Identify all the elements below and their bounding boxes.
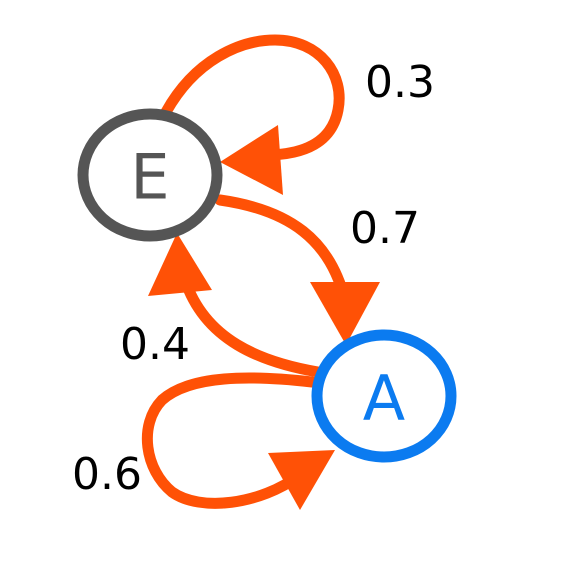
edge-e-to-a xyxy=(214,194,380,345)
edge-a-to-a-arrowhead xyxy=(268,450,335,510)
node-a: A xyxy=(311,329,457,463)
edge-a-to-e-arrowhead xyxy=(148,233,212,296)
edge-a-to-a-path xyxy=(141,372,318,509)
edge-e-to-e-label: 0.3 xyxy=(365,57,435,108)
node-a-circle xyxy=(311,329,457,463)
edge-e-to-a-arrowhead xyxy=(310,282,380,345)
node-a-label: A xyxy=(363,362,405,435)
edge-a-to-e-label: 0.4 xyxy=(120,319,190,370)
edge-a-to-a-label: 0.6 xyxy=(72,449,142,500)
node-e-label: E xyxy=(130,141,169,214)
edge-a-to-a xyxy=(141,372,335,510)
edge-e-to-e-path xyxy=(160,34,345,161)
node-e: E xyxy=(77,108,223,242)
edge-e-to-a-path xyxy=(214,194,351,306)
edge-e-to-a-label: 0.7 xyxy=(350,203,420,254)
edge-a-to-e xyxy=(148,233,324,378)
edge-e-to-e xyxy=(160,34,345,195)
node-e-circle xyxy=(77,108,223,242)
edge-a-to-e-path xyxy=(179,274,324,378)
edge-e-to-e-arrowhead xyxy=(220,125,283,195)
